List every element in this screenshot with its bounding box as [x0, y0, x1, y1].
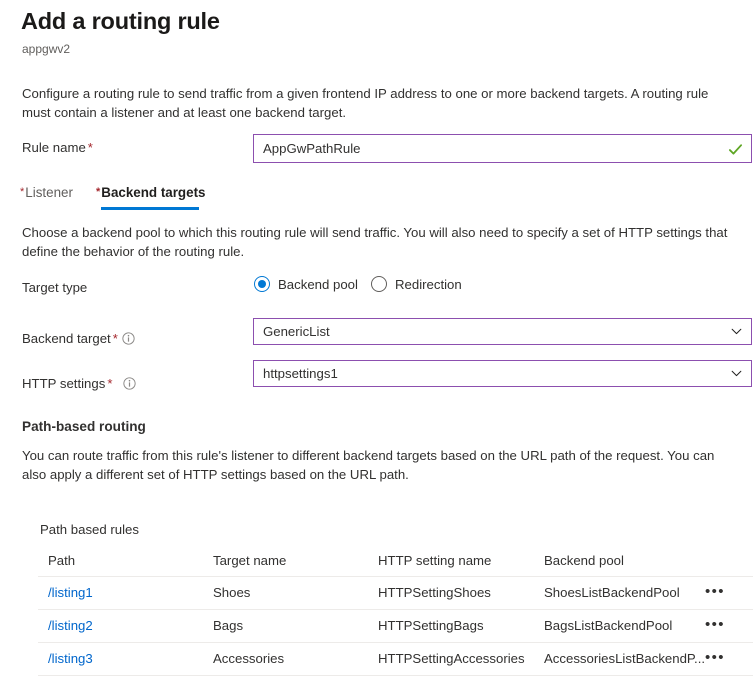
cell-target-name: Accessories [213, 651, 285, 666]
backend-target-value: GenericList [263, 324, 330, 339]
path-based-routing-description: You can route traffic from this rule's l… [22, 448, 715, 482]
column-header-backend-pool: Backend pool [544, 553, 624, 568]
radio-redirection-label: Redirection [395, 276, 462, 292]
cell-http-setting-name: HTTPSettingBags [378, 618, 484, 633]
tab-active-indicator [101, 207, 199, 210]
column-header-target-name: Target name [213, 553, 287, 568]
cell-http-setting-name: HTTPSettingAccessories [378, 651, 525, 666]
rule-name-label-text: Rule name [22, 140, 86, 155]
checkmark-icon [728, 144, 743, 155]
radio-redirection[interactable]: Redirection [371, 276, 462, 292]
cell-target-name: Bags [213, 618, 244, 633]
http-settings-label: HTTP settings* [22, 376, 112, 391]
cell-backend-pool: AccessoriesListBackendP... [544, 651, 706, 666]
cell-path[interactable]: /listing1 [48, 585, 93, 600]
http-settings-dropdown[interactable]: httpsettings1 [253, 360, 752, 387]
more-options-icon[interactable]: ••• [705, 649, 725, 666]
page-subtitle: appgwv2 [22, 42, 71, 56]
required-asterisk: * [107, 376, 113, 391]
tab-listener-label: Listener [25, 185, 73, 200]
rule-name-input[interactable]: AppGwPathRule [253, 134, 752, 163]
cell-backend-pool: ShoesListBackendPool [544, 585, 680, 600]
column-header-http-setting-name: HTTP setting name [378, 553, 492, 568]
tab-backend-targets-asterisk: * [96, 186, 101, 198]
radio-backend-pool-circle[interactable] [254, 276, 270, 292]
table-row[interactable]: /listing2 Bags HTTPSettingBags BagsListB… [38, 610, 753, 643]
intro-description: Configure a routing rule to send traffic… [22, 86, 709, 120]
required-asterisk: * [112, 331, 118, 346]
cell-target-name: Shoes [213, 585, 251, 600]
backend-target-label: Backend target* [22, 331, 118, 346]
backend-targets-description: Choose a backend pool to which this rout… [22, 225, 728, 259]
path-based-rules-table: Path Target name HTTP setting name Backe… [38, 549, 753, 676]
more-options-icon[interactable]: ••• [705, 583, 725, 600]
target-type-label: Target type [22, 280, 88, 295]
table-row[interactable]: /listing1 Shoes HTTPSettingShoes ShoesLi… [38, 577, 753, 610]
chevron-down-icon[interactable] [731, 328, 742, 335]
cell-path[interactable]: /listing2 [48, 618, 93, 633]
required-asterisk: * [87, 140, 93, 155]
cell-backend-pool: BagsListBackendPool [544, 618, 673, 633]
path-based-rules-caption: Path based rules [40, 522, 139, 537]
rule-name-label: Rule name* [22, 140, 93, 155]
tab-listener-asterisk: * [20, 186, 25, 198]
backend-target-dropdown[interactable]: GenericList [253, 318, 752, 345]
tab-backend-targets[interactable]: *Backend targets [96, 185, 205, 206]
backend-target-label-text: Backend target [22, 331, 111, 346]
tab-backend-targets-label: Backend targets [101, 185, 206, 200]
chevron-down-icon[interactable] [731, 370, 742, 377]
http-settings-label-text: HTTP settings [22, 376, 106, 391]
page-title: Add a routing rule [21, 8, 220, 34]
column-header-path: Path [48, 553, 76, 568]
radio-backend-pool-label: Backend pool [278, 276, 358, 292]
tab-listener[interactable]: *Listener [20, 185, 73, 206]
http-settings-value: httpsettings1 [263, 366, 338, 381]
radio-redirection-circle[interactable] [371, 276, 387, 292]
radio-backend-pool[interactable]: Backend pool [254, 276, 358, 292]
info-icon[interactable] [123, 377, 136, 390]
rule-name-value: AppGwPathRule [263, 141, 361, 156]
path-based-routing-heading: Path-based routing [22, 419, 146, 434]
cell-path[interactable]: /listing3 [48, 651, 93, 666]
table-header-row: Path Target name HTTP setting name Backe… [38, 549, 753, 577]
cell-http-setting-name: HTTPSettingShoes [378, 585, 491, 600]
more-options-icon[interactable]: ••• [705, 616, 725, 633]
table-row[interactable]: /listing3 Accessories HTTPSettingAccesso… [38, 643, 753, 676]
info-icon[interactable] [122, 332, 135, 345]
